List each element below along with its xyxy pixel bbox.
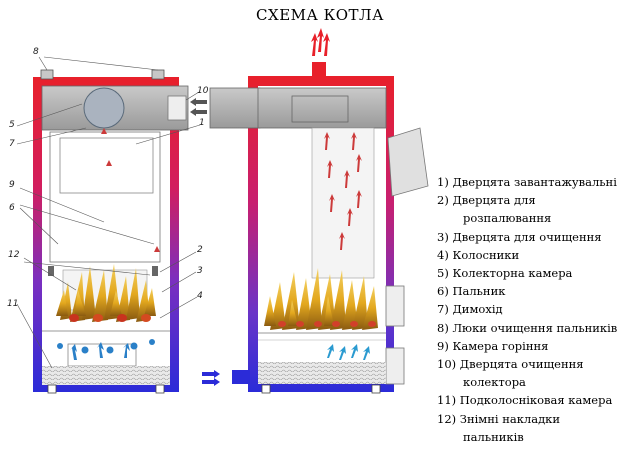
legend-item: 2) Дверцята для розпалювання <box>437 191 617 227</box>
legend-item-label: 3) Дверцята для очищення <box>437 229 602 244</box>
flue-arrows <box>190 98 207 116</box>
cold-inlet-pipe <box>232 370 250 384</box>
embers-side <box>278 321 376 327</box>
legend-item-label: 4) Колосники <box>437 247 520 262</box>
legend-item: 3) Дверцята для очищення <box>437 228 617 246</box>
callout-3: 3 <box>197 266 203 276</box>
legend-item-continuation: колектора <box>463 375 526 390</box>
diagram-title: СХЕМА КОТЛА <box>256 6 384 24</box>
legend-item: 1) Дверцята завантажувальні <box>437 173 617 191</box>
legend-item-label: 5) Колекторна камера <box>437 266 573 281</box>
legend-item: 7) Димохід <box>437 300 617 318</box>
ignition-door-side <box>385 285 405 327</box>
loading-door-open <box>387 127 429 197</box>
legend-item-label: 11) Подколосніковая камера <box>437 393 613 408</box>
legend-item-label: 10) Дверцята очищення <box>437 357 584 372</box>
cold-inflow-arrows <box>202 370 220 386</box>
legend-item-label: 8) Люки очищення пальників <box>437 320 618 335</box>
callout-numbers: 8 10 5 1 7 9 6 2 12 3 4 11 <box>7 47 209 309</box>
legend-item-label: 12) Знімні накладки <box>437 411 561 426</box>
legend-item: 4) Колосники <box>437 246 617 264</box>
burner-right <box>152 266 158 276</box>
flow-marks-front <box>101 128 160 252</box>
legend-item: 6) Пальник <box>437 282 617 300</box>
legend-item-label: 7) Димохід <box>437 302 503 317</box>
ash-layer-side <box>258 362 386 384</box>
legend-item-continuation: пальників <box>463 429 524 444</box>
callout-10: 10 <box>197 86 209 96</box>
legend-item-continuation: розпалювання <box>463 211 552 226</box>
front-base-left <box>47 384 57 394</box>
boiler-front-view: 8 10 5 1 7 9 6 2 12 3 4 11 <box>7 47 209 394</box>
callout-7: 7 <box>9 139 15 149</box>
legend-item-label: 9) Камера горіння <box>437 338 549 353</box>
air-arrows-side <box>327 344 370 360</box>
callout-9: 9 <box>9 180 15 190</box>
callout-4: 4 <box>197 291 203 301</box>
callout-8: 8 <box>33 47 39 57</box>
legend-item: 9) Камера горіння <box>437 337 617 355</box>
callout-11: 11 <box>7 299 18 309</box>
legend-item-label: 2) Дверцята для <box>437 193 536 208</box>
legend-item: 8) Люки очищення пальників <box>437 319 617 337</box>
callout-2: 2 <box>197 245 203 255</box>
burner-left <box>48 266 54 276</box>
legend-item: 12) Знімні накладки пальників <box>437 410 617 446</box>
combustion-up-arrows <box>324 132 362 250</box>
legend-item: 10) Дверцята очищення колектора <box>437 355 617 391</box>
burner-cleaning-hatch-left <box>40 69 54 80</box>
embers-front <box>69 314 151 322</box>
legend-list: 1) Дверцята завантажувальні 2) Дверцята д… <box>437 173 617 446</box>
legend-item: 11) Подколосніковая камера <box>437 391 617 409</box>
collector-cleaning-door <box>167 95 187 121</box>
collector-inner-slot <box>291 95 349 123</box>
side-base-right <box>371 384 381 394</box>
burner-cleaning-hatch-right <box>151 69 165 80</box>
callout-6: 6 <box>9 203 15 213</box>
top-outlet-pipe <box>312 62 326 78</box>
legend-item: 5) Колекторна камера <box>437 264 617 282</box>
combustion-column <box>311 127 375 279</box>
callout-leaders-front <box>16 56 201 369</box>
flames-front <box>56 264 156 322</box>
legend-item-label: 1) Дверцята завантажувальні <box>437 175 617 189</box>
callout-12: 12 <box>8 250 20 260</box>
callout-5: 5 <box>9 120 15 130</box>
air-arrows-front <box>57 339 155 360</box>
chimney-pipe <box>209 87 261 129</box>
boiler-side-view <box>190 28 429 394</box>
hot-outflow-arrows <box>311 28 330 56</box>
ash-layer-front <box>42 366 170 385</box>
cleaning-door-side <box>385 347 405 385</box>
chimney-opening <box>83 87 125 129</box>
front-base-right <box>155 384 165 394</box>
flames-side <box>264 268 378 330</box>
side-base-left <box>261 384 271 394</box>
callout-1: 1 <box>199 118 205 128</box>
legend-item-label: 6) Пальник <box>437 284 506 299</box>
